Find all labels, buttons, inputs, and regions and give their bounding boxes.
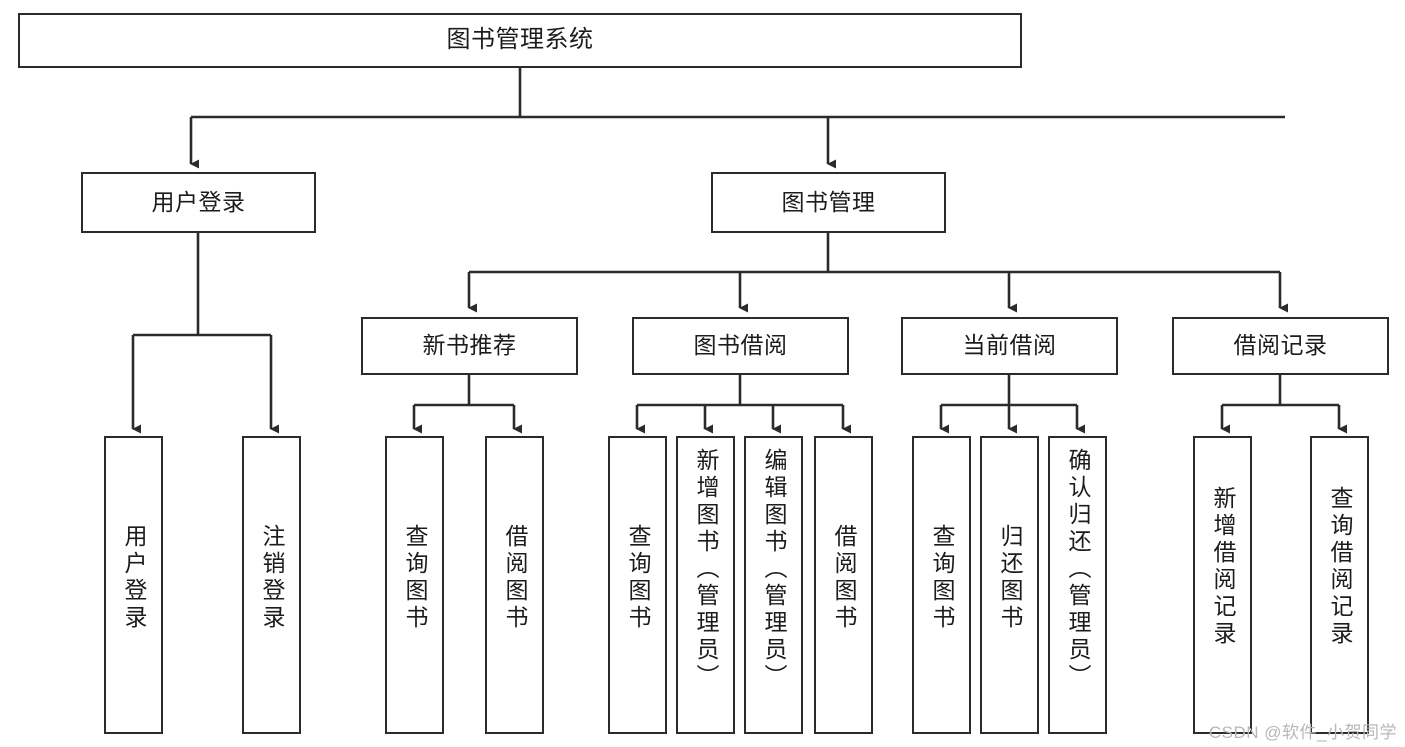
leaf-borrow-book-nb[interactable]: 借阅图书 <box>485 436 544 734</box>
leaf-edit-book-admin[interactable]: 编辑图书（管理员） <box>744 436 803 734</box>
leaf-return-book[interactable]: 归还图书 <box>980 436 1039 734</box>
node-label: 借阅记录 <box>1233 332 1328 359</box>
node-label: 用户登录 <box>151 188 246 215</box>
leaf-add-book-admin[interactable]: 新增图书（管理员） <box>676 436 735 734</box>
leaf-query-book-nb[interactable]: 查询图书 <box>385 436 444 734</box>
node-root-book-management-system[interactable]: 图书管理系统 <box>18 13 1022 68</box>
leaf-borrow-book-bb[interactable]: 借阅图书 <box>814 436 873 734</box>
node-label: 当前借阅 <box>962 332 1057 359</box>
node-current-borrow[interactable]: 当前借阅 <box>901 317 1118 375</box>
leaf-query-book-cb[interactable]: 查询图书 <box>912 436 971 734</box>
leaf-query-book-bb[interactable]: 查询图书 <box>608 436 667 734</box>
node-label: 归还图书 <box>997 524 1023 632</box>
leaf-confirm-return-admin[interactable]: 确认归还（管理员） <box>1048 436 1107 734</box>
node-label: 借阅图书 <box>502 524 528 632</box>
node-borrow-record[interactable]: 借阅记录 <box>1172 317 1389 375</box>
node-label: 新书推荐 <box>422 332 517 359</box>
leaf-user-login[interactable]: 用户登录 <box>104 436 163 734</box>
watermark: CSDN @软件_小贺同学 <box>1208 723 1397 742</box>
node-book-management[interactable]: 图书管理 <box>711 172 946 233</box>
node-label: 用户登录 <box>121 524 147 632</box>
node-label: 查询图书 <box>402 524 428 632</box>
node-label: 新增借阅记录 <box>1210 486 1236 648</box>
node-label: 确认归还（管理员） <box>1065 448 1091 691</box>
node-user-login[interactable]: 用户登录 <box>81 172 316 233</box>
node-label: 图书借阅 <box>693 332 788 359</box>
leaf-query-borrow-record[interactable]: 查询借阅记录 <box>1310 436 1369 734</box>
node-label: 查询借阅记录 <box>1327 486 1353 648</box>
node-label: 编辑图书（管理员） <box>761 448 787 691</box>
node-label: 图书管理系统 <box>446 26 594 54</box>
node-label: 注销登录 <box>259 524 285 632</box>
node-label: 图书管理 <box>781 188 876 215</box>
node-label: 借阅图书 <box>831 524 857 632</box>
node-label: 新增图书（管理员） <box>693 448 719 691</box>
node-label: 查询图书 <box>929 524 955 632</box>
leaf-add-borrow-record[interactable]: 新增借阅记录 <box>1193 436 1252 734</box>
node-new-book-recommend[interactable]: 新书推荐 <box>361 317 578 375</box>
leaf-logout[interactable]: 注销登录 <box>242 436 301 734</box>
node-label: 查询图书 <box>625 524 651 632</box>
node-book-borrow[interactable]: 图书借阅 <box>632 317 849 375</box>
